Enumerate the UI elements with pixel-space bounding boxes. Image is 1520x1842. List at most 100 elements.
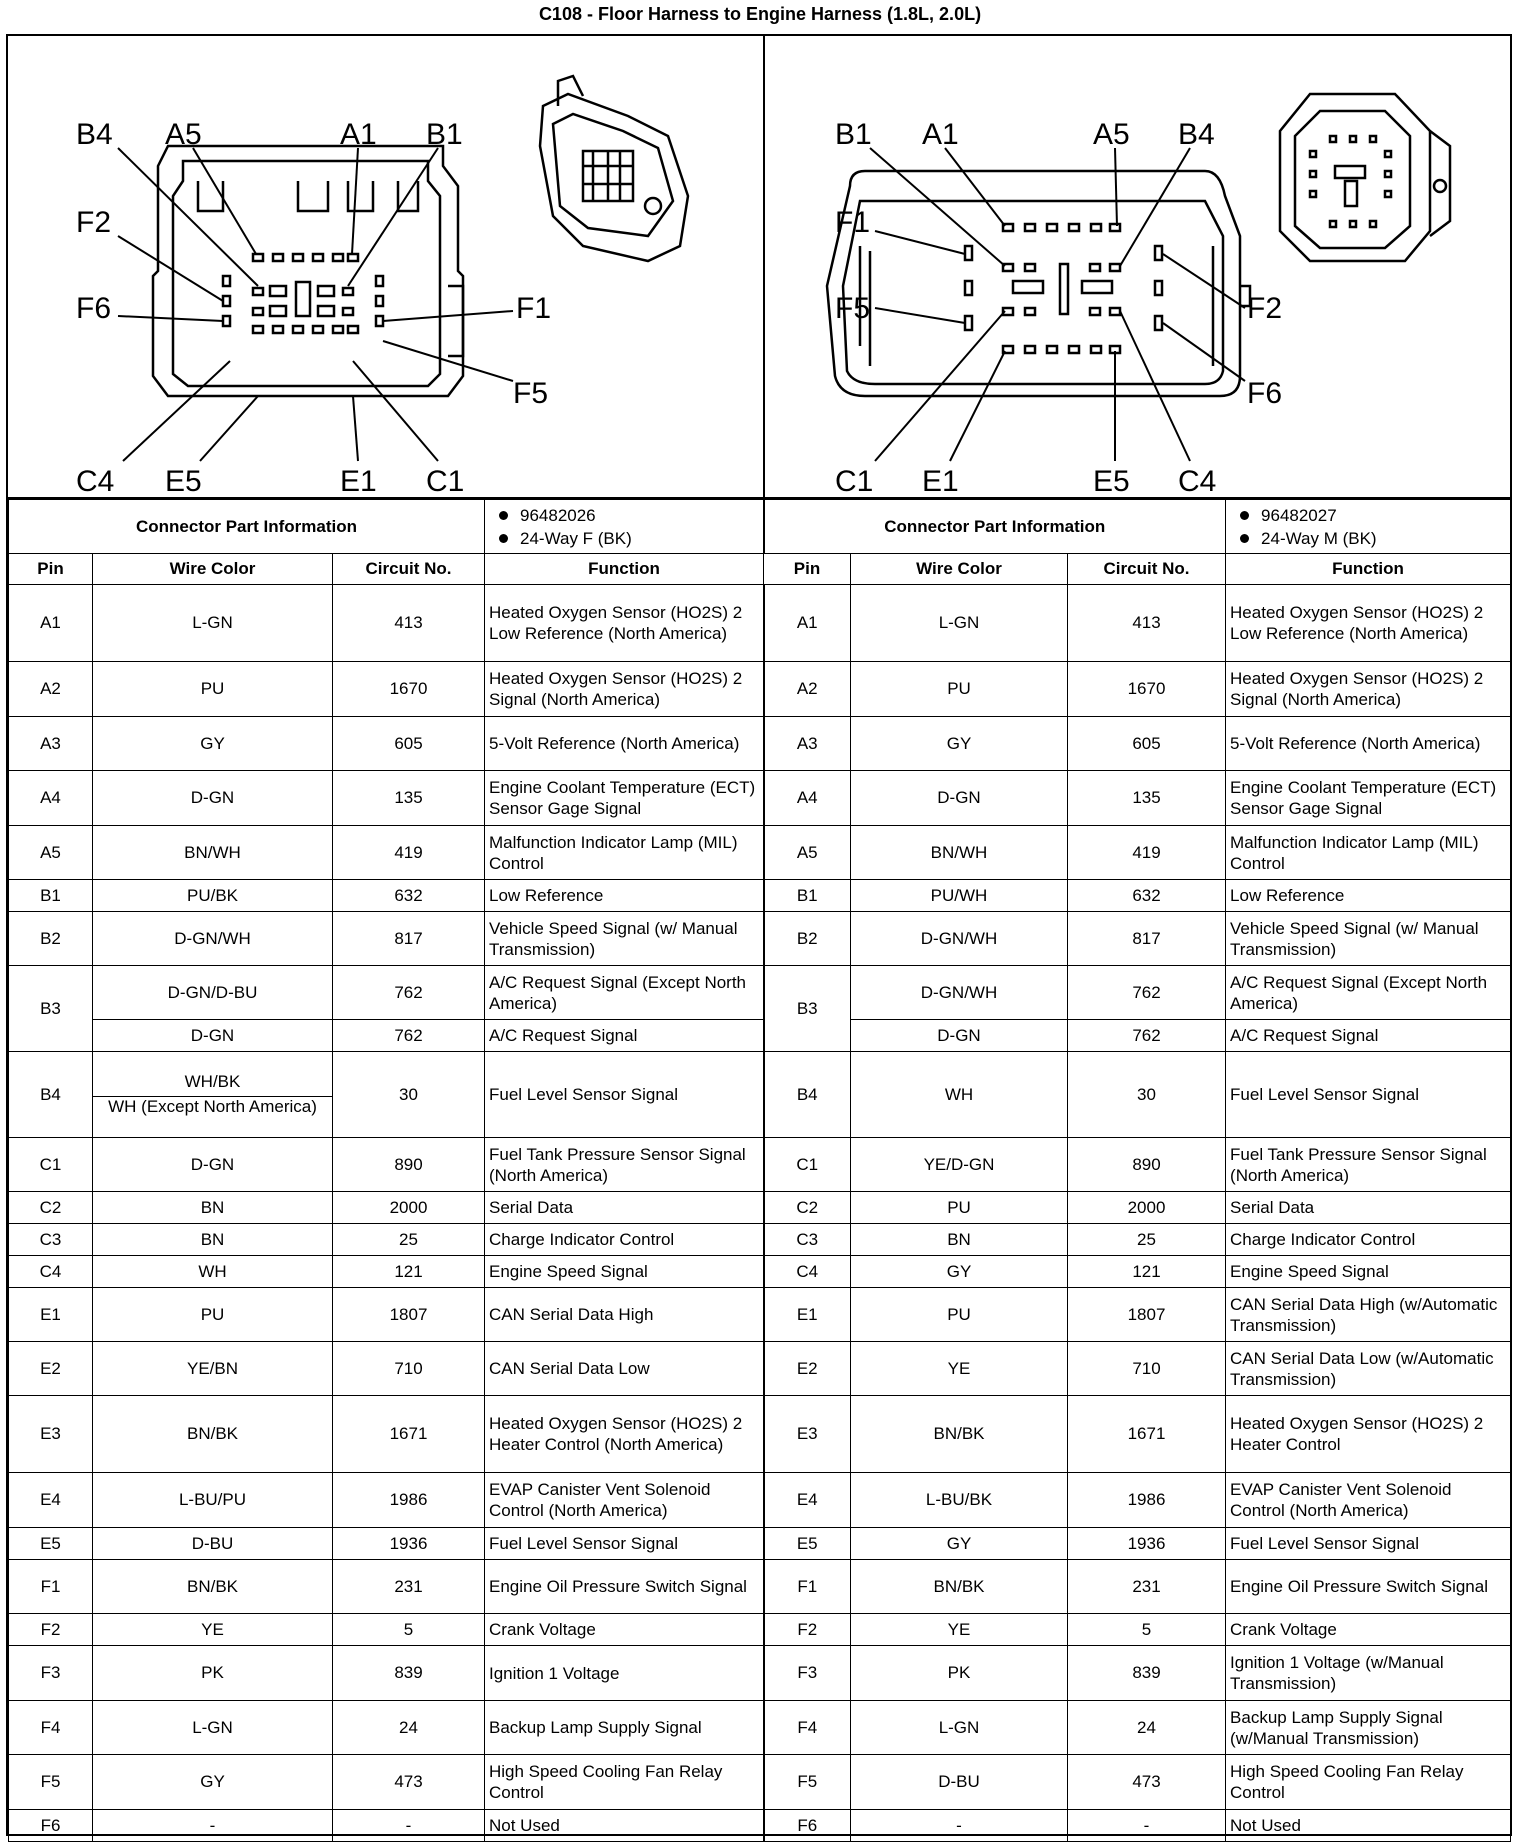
bullet-icon	[499, 533, 508, 543]
circuit-cell: 839	[1066, 1645, 1227, 1701]
pin-cell: A2	[762, 661, 851, 717]
header-pin: Pin	[763, 553, 851, 585]
circuit-cell: 1807	[1066, 1287, 1227, 1342]
wire-color-cell: -	[92, 1809, 333, 1842]
function-cell: Heated Oxygen Sensor (HO2S) 2 Signal (No…	[1225, 661, 1512, 717]
pin-cell: A3	[8, 716, 93, 771]
circuit-cell: 605	[332, 716, 485, 771]
function-cell: Low Reference	[1225, 879, 1512, 912]
pin-cell: B1	[762, 879, 851, 912]
pin-cell: E4	[762, 1472, 851, 1528]
wire-color-cell: BN	[850, 1223, 1068, 1256]
circuit-cell: 5	[1066, 1613, 1227, 1646]
function-cell: Low Reference	[484, 879, 764, 912]
male-label-e1: E1	[922, 465, 959, 497]
function-cell: A/C Request Signal (Except North America…	[484, 965, 764, 1020]
wire-color-alternate: WH (Except North America)	[108, 1097, 317, 1116]
circuit-cell: 1671	[332, 1395, 485, 1473]
circuit-cell: 2000	[332, 1191, 485, 1224]
function-cell: Backup Lamp Supply Signal (w/Manual Tran…	[1225, 1700, 1512, 1755]
wire-color-cell: GY	[850, 1255, 1068, 1288]
function-cell: Malfunction Indicator Lamp (MIL) Control	[484, 825, 764, 880]
header-wire-color: Wire Color	[92, 553, 333, 585]
circuit-cell: 817	[332, 911, 485, 966]
pin-cell: C2	[762, 1191, 851, 1224]
wire-color-cell: D-BU	[850, 1754, 1068, 1810]
circuit-cell: 2000	[1066, 1191, 1227, 1224]
wire-color-cell: WH	[850, 1051, 1068, 1138]
page-title: C108 - Floor Harness to Engine Harness (…	[538, 4, 982, 24]
pin-cell: C3	[8, 1223, 93, 1256]
male-label-b4: B4	[1178, 118, 1215, 151]
function-cell: 5-Volt Reference (North America)	[484, 716, 764, 771]
table-header-row: Pin Wire Color Circuit No. Function Pin …	[8, 553, 1512, 585]
wire-color-cell: BN/WH	[92, 825, 333, 880]
pin-cell: C4	[8, 1255, 93, 1288]
wire-color-cell: PU	[850, 661, 1068, 717]
circuit-cell: 762	[1066, 965, 1227, 1020]
female-label-e1: E1	[340, 465, 377, 497]
wire-color-cell: PU/BK	[92, 879, 333, 912]
pin-cell: C2	[8, 1191, 93, 1224]
circuit-cell: 121	[332, 1255, 485, 1288]
circuit-cell: 839	[332, 1645, 485, 1701]
function-cell: Fuel Level Sensor Signal	[1225, 1051, 1512, 1138]
function-cell: Fuel Tank Pressure Sensor Signal (North …	[484, 1137, 764, 1192]
pin-cell: B3	[762, 965, 851, 1052]
pin-cell: F6	[8, 1809, 93, 1842]
male-label-f1: F1	[835, 206, 870, 239]
pin-cell: E3	[8, 1395, 93, 1473]
circuit-cell: 231	[332, 1559, 485, 1614]
pin-cell: A2	[8, 661, 93, 717]
function-cell: Charge Indicator Control	[1225, 1223, 1512, 1256]
male-part-number: 96482027	[1261, 505, 1337, 525]
function-cell: Fuel Level Sensor Signal	[484, 1527, 764, 1560]
connector-sheet: B4 A5 A1 B1 F2 F6 F1 F5 C4 E5 E1 C1	[6, 34, 1512, 1842]
pin-cell: A5	[8, 825, 93, 880]
wire-color-cell: YE	[850, 1613, 1068, 1646]
circuit-cell: 419	[1066, 825, 1227, 880]
wire-color-cell: PU/WH	[850, 879, 1068, 912]
function-cell: Heated Oxygen Sensor (HO2S) 2 Low Refere…	[484, 584, 764, 662]
wire-color-cell: BN/BK	[850, 1559, 1068, 1614]
function-cell: Fuel Level Sensor Signal	[1225, 1527, 1512, 1560]
wire-color-cell: L-GN	[92, 584, 333, 662]
wire-color-cell: BN	[92, 1191, 333, 1224]
female-label-a5: A5	[165, 118, 202, 151]
circuit-cell: 25	[332, 1223, 485, 1256]
bullet-icon	[499, 510, 508, 520]
pin-cell: E1	[8, 1287, 93, 1342]
circuit-cell: 1671	[1066, 1395, 1227, 1473]
function-cell: Engine Coolant Temperature (ECT) Sensor …	[484, 770, 764, 826]
function-cell: Ignition 1 Voltage (w/Manual Transmissio…	[1225, 1645, 1512, 1701]
function-cell: Heated Oxygen Sensor (HO2S) 2 Signal (No…	[484, 661, 764, 717]
circuit-cell: 710	[1066, 1341, 1227, 1396]
male-connector-diagram: B1 A1 A5 B4 F1 F5 F2 F6 C1 E1 E5 C4	[825, 92, 1452, 497]
function-cell: Malfunction Indicator Lamp (MIL) Control	[1225, 825, 1512, 880]
pin-cell: A4	[8, 770, 93, 826]
wire-color-cell: PU	[92, 1287, 333, 1342]
male-label-f6: F6	[1247, 377, 1282, 410]
male-label-a5: A5	[1093, 118, 1130, 151]
function-cell: Crank Voltage	[1225, 1613, 1512, 1646]
function-cell: Charge Indicator Control	[484, 1223, 764, 1256]
function-cell: Heated Oxygen Sensor (HO2S) 2 Heater Con…	[484, 1395, 764, 1473]
pin-cell: F3	[8, 1645, 93, 1701]
pin-cell: F4	[8, 1700, 93, 1755]
wire-color-cell: PK	[92, 1645, 333, 1701]
